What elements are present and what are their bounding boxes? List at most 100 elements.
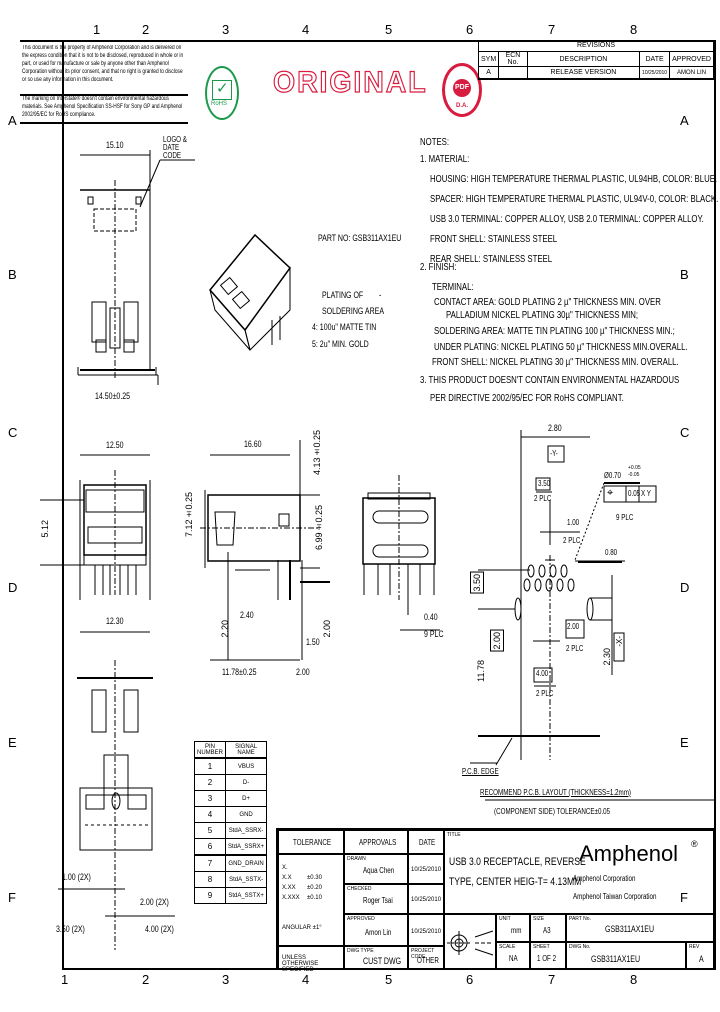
rohs-stamp: ✓ RoHS <box>205 66 239 120</box>
pin-signal: StdA_SSTX+ <box>224 887 268 904</box>
unit-value: mm <box>511 926 522 935</box>
column-label: 5 <box>385 972 393 987</box>
tol-row: X.XXX <box>282 895 300 901</box>
approved-cell: APPROVED Amon Lin <box>344 914 408 946</box>
plating-option-4: 4: 100u" MATTE TIN <box>312 322 377 332</box>
note-line: REAR SHELL: STAINLESS STEEL <box>430 254 553 265</box>
title-block: TOLERANCE X. X.X ±0.30 X.XX ±0.20 X.XXX … <box>276 828 716 973</box>
column-label: 8 <box>630 972 638 987</box>
dim-front-top: 12.50 <box>106 440 124 450</box>
pin-signal: D+ <box>224 790 268 807</box>
dim-1-50: 1.50 <box>306 637 320 647</box>
note-line: FRONT SHELL: NICKEL PLATING 30 µ" THICKN… <box>432 357 679 368</box>
position-tolerance-icon: ⌖ <box>607 487 614 499</box>
pin-number: 8 <box>194 871 226 888</box>
approvals-header-cell: APPROVALS <box>344 830 408 854</box>
drawing-title-line1: USB 3.0 RECEPTACLE, REVERSE <box>449 856 586 868</box>
tol-row: X.X <box>282 875 292 881</box>
dim-bottom-1: 1.00 (2X) <box>62 872 91 882</box>
notice-paragraph-2: The marking on Interstate® doesn't conta… <box>22 96 183 118</box>
fcf-tolerance: 0.05 <box>628 489 641 498</box>
scale-label: SCALE <box>499 944 516 950</box>
sheet-label: SHEET <box>533 944 550 950</box>
pin-number: 6 <box>194 838 226 856</box>
datum-y: -Y- <box>550 449 558 458</box>
unless-specified: UNLESS OTHERWISE SPECIFIED <box>282 955 319 973</box>
plc-label: 2 PLC <box>536 689 554 698</box>
row-label: F <box>8 890 16 905</box>
row-label: D <box>680 580 690 595</box>
sheet-value: 1 OF 2 <box>537 954 557 963</box>
dim-1-00-box: 1.00 <box>567 518 580 527</box>
pin-number: 1 <box>194 757 226 775</box>
project-cell: PROJECT CODE OTHER <box>408 946 444 970</box>
unit-cell: UNIT mm <box>496 914 530 942</box>
note-line: 3. THIS PRODUCT DOESN'T CONTAIN ENVIRONM… <box>420 375 680 386</box>
column-label: 2 <box>142 972 150 987</box>
company-name-2: Amphenol Taiwan Corporation <box>573 892 657 901</box>
size-cell: SIZE A3 <box>530 914 566 942</box>
plating-option-5: 5: 2u" MIN. GOLD <box>312 339 369 349</box>
original-stamp: ORIGINAL <box>272 65 428 99</box>
pcb-caption-2: (COMPONENT SIDE) TOLERANCE±0.05 <box>494 807 611 816</box>
dim-2-00-box: 2.00 <box>567 622 580 631</box>
hole-diameter: Ø0.70 <box>604 471 622 480</box>
column-label: 1 <box>61 972 69 987</box>
pin-header: PIN NUMBER <box>194 741 226 759</box>
dim-2-40: 2.40 <box>240 610 254 620</box>
company-name-1: Amphenol Corporation <box>573 874 636 883</box>
dim-3-50-box: 3.50 <box>538 479 551 488</box>
drawing-title-line2: TYPE, CENTER HEIG-T= 4.13MM <box>449 876 582 888</box>
row-label: A <box>680 113 689 128</box>
dim-side-left: 7.12±0.25 <box>184 492 194 538</box>
unit-label: UNIT <box>499 916 511 922</box>
note-line: UNDER PLATING: NICKEL PLATING 50 µ" THIC… <box>434 342 688 353</box>
dim-side-right-mid: 6.99±0.25 <box>314 505 324 551</box>
tolerance-header: TOLERANCE <box>293 838 332 847</box>
column-label: 5 <box>385 22 393 37</box>
dwg-type-label: DWG TYPE <box>347 948 374 954</box>
revision-description: RELEASE VERSION <box>526 66 641 80</box>
column-label: 1 <box>93 22 101 37</box>
note-line: SOLDERING AREA: MATTE TIN PLATING 100 µ"… <box>434 326 675 337</box>
dwg-type-cell: DWG TYPE CUST DWG <box>344 946 408 970</box>
date-cell: 10/25/2010 <box>408 914 444 946</box>
pin-signal: StdA_SSRX- <box>224 822 268 839</box>
checked-by: Roger Tsai <box>363 896 393 905</box>
pcb-caption-1: RECOMMEND P.C.B. LAYOUT (THICKNESS=1.2mm… <box>480 788 632 797</box>
tolerance-header-cell: TOLERANCE <box>278 830 344 854</box>
pdf-stamp-sub: D.A. <box>456 103 468 109</box>
column-label: 2 <box>142 22 150 37</box>
row-label: C <box>680 425 690 440</box>
checked-label: CHECKED <box>347 886 372 892</box>
column-label: 7 <box>548 972 556 987</box>
row-label: C <box>8 425 18 440</box>
dim-2-30: 2.30 <box>602 648 612 666</box>
revision-row: A RELEASE VERSION 10/25/2010 AMON LIN <box>477 66 714 80</box>
revision-header: APPROVED <box>669 51 714 67</box>
pcb-edge-label: P.C.B. EDGE <box>462 767 499 776</box>
approved-label: APPROVED <box>347 916 375 922</box>
plating-dash: - <box>379 290 382 300</box>
note-line: SPACER: HIGH TEMPERATURE THERMAL PLASTIC… <box>430 194 719 205</box>
pin-signal: GND <box>224 806 268 823</box>
note-line: TERMINAL: <box>432 282 474 293</box>
column-label: 6 <box>466 22 474 37</box>
scale-cell: SCALE NA <box>496 942 530 970</box>
unless-cell: UNLESS OTHERWISE SPECIFIED <box>278 946 344 973</box>
date-cell: 10/25/2010 <box>408 854 444 884</box>
dwg-no-cell: DWG No. GSB311AX1EU <box>566 942 686 970</box>
dwg-no-value: GSB311AX1EU <box>591 954 641 964</box>
dim-side-top: 16.60 <box>244 439 262 449</box>
dim-front-left: 5.12 <box>40 520 50 538</box>
dim-11-78-vert: 11.78 <box>476 660 486 682</box>
approved-date: 10/25/2010 <box>411 929 442 935</box>
approved-by: Amon Lin <box>365 928 392 937</box>
part-no-label: PART No. <box>569 916 591 922</box>
tol-row: X. <box>282 865 288 871</box>
dim-front-bottom: 12.30 <box>106 616 124 626</box>
title-label: TITLE <box>447 832 461 838</box>
